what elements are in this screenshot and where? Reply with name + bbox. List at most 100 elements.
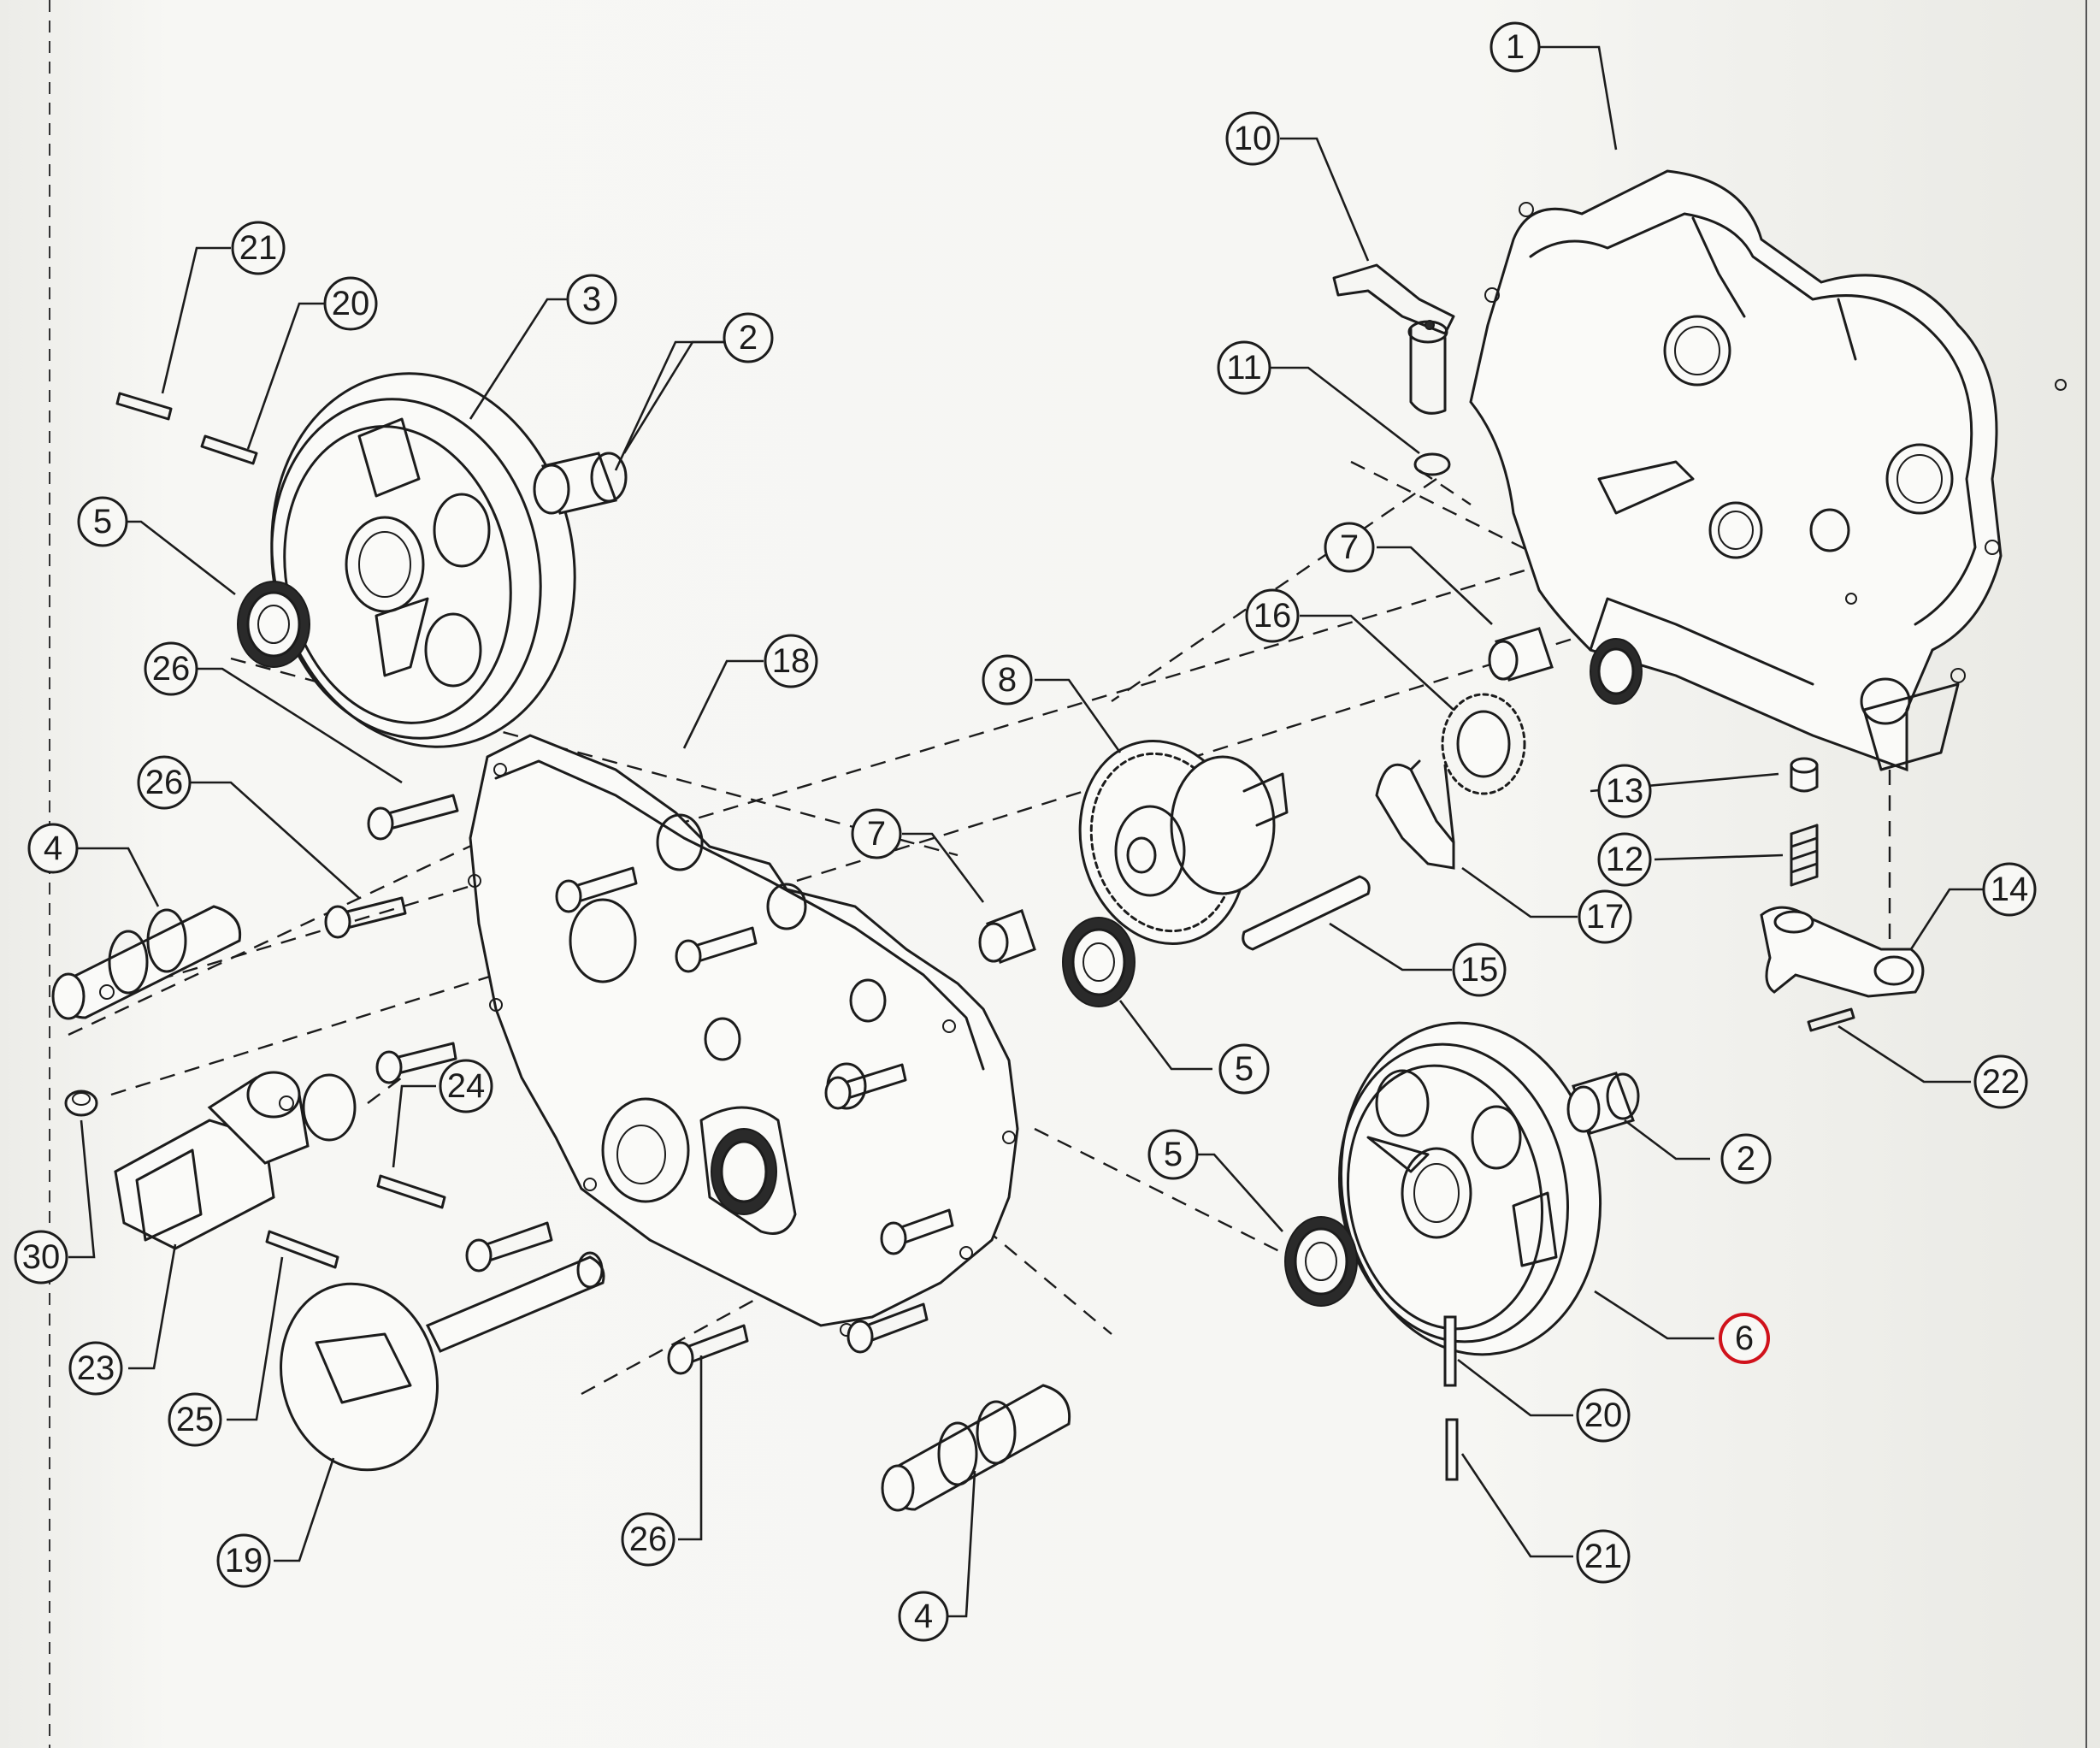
callout-12: 12 [1597,832,1652,887]
callout-13: 13 [1597,764,1652,818]
callout-22: 22 [1973,1054,2028,1109]
shaft-part-4-bottom [881,1384,1071,1512]
crank-part-19 [280,1251,605,1472]
o-ring-part-11 [1413,452,1451,476]
plug-part-30 [64,1090,98,1117]
bushing-part-2-top [533,452,628,515]
callout-20-right: 20 [1576,1388,1631,1443]
svg-text:2: 2 [1737,1140,1755,1178]
svg-text:1: 1 [1506,28,1525,66]
svg-text:21: 21 [239,229,278,267]
clip-part-10 [1332,263,1455,415]
assembly-axes [59,460,1891,1396]
svg-text:26: 26 [145,764,184,801]
fork-part-17 [1375,759,1455,870]
svg-text:7: 7 [1340,529,1359,566]
callout-26-mid: 26 [137,755,192,810]
callout-14: 14 [1982,862,2037,917]
bushing-part-7-left [978,909,1036,964]
svg-text:24: 24 [447,1067,486,1105]
callout-16: 16 [1245,588,1300,643]
bearing-part-5-right [1284,1216,1358,1307]
callout-4-bottom: 4 [898,1591,949,1642]
svg-text:2: 2 [739,319,758,357]
svg-text:5: 5 [93,503,112,540]
spring-part-12 [1790,824,1819,887]
svg-text:7: 7 [867,815,886,853]
housing-cover-part-1 [1469,169,2067,772]
svg-text:22: 22 [1982,1063,2020,1101]
gear-part-8 [1078,740,1289,945]
callout-5-mid: 5 [1218,1043,1270,1095]
svg-text:23: 23 [77,1349,115,1387]
callout-19: 19 [216,1533,271,1588]
callout-26-bottom: 26 [621,1512,675,1567]
svg-text:20: 20 [332,285,370,322]
svg-text:5: 5 [1235,1050,1254,1088]
lever-part-14 [1760,906,1925,998]
callout-7-left: 7 [851,808,902,859]
svg-text:8: 8 [998,661,1017,699]
callout-2-right: 2 [1720,1133,1772,1184]
pin-part-25 [265,1230,339,1269]
gear-part-16 [1441,693,1526,795]
svg-text:4: 4 [914,1597,933,1635]
bushing-part-2-right [1566,1072,1640,1135]
svg-text:20: 20 [1584,1397,1623,1434]
callout-4-left: 4 [27,823,79,874]
svg-text:26: 26 [629,1521,668,1558]
svg-text:6: 6 [1735,1320,1754,1357]
callout-2-top: 2 [723,312,774,363]
callout-6: 6 [1719,1313,1770,1364]
svg-text:15: 15 [1460,951,1499,989]
callout-30: 30 [14,1230,68,1284]
callout-18: 18 [764,634,818,688]
svg-text:12: 12 [1606,841,1644,878]
shaft-part-15 [1242,875,1371,951]
svg-text:3: 3 [582,281,601,318]
bearing-part-5-left [237,581,310,668]
universal-joint-part-23 [114,1071,357,1250]
knob-part-13 [1790,757,1819,793]
svg-text:26: 26 [152,650,191,688]
svg-text:19: 19 [225,1542,263,1580]
callout-5-right: 5 [1147,1129,1199,1180]
wheel-part-6 [1338,1021,1602,1356]
svg-text:13: 13 [1606,772,1644,810]
callout-20-top: 20 [323,276,378,331]
callout-3: 3 [566,274,617,325]
svg-text:18: 18 [772,642,811,680]
callout-11: 11 [1217,340,1271,395]
callout-15: 15 [1452,942,1507,997]
svg-text:11: 11 [1226,349,1262,387]
bearing-near-gear-16 [1590,638,1643,705]
callout-26-top: 26 [144,641,198,696]
callout-25: 25 [168,1392,222,1447]
callout-10: 10 [1225,111,1280,166]
callout-23: 23 [68,1341,123,1396]
bolts-part-26 [324,794,954,1375]
svg-text:30: 30 [22,1238,61,1276]
callout-5-left: 5 [77,496,128,547]
svg-text:4: 4 [44,830,62,867]
svg-text:21: 21 [1584,1538,1623,1575]
callout-21-top: 21 [231,221,286,275]
pins-part-20-21-right [1443,1315,1459,1481]
svg-text:25: 25 [176,1401,215,1438]
pins-part-20-21-top [115,392,258,465]
callout-24: 24 [439,1059,493,1113]
callout-1: 1 [1489,21,1541,73]
callout-8: 8 [982,654,1033,706]
callout-7-right: 7 [1324,522,1375,573]
svg-text:10: 10 [1234,120,1272,157]
callout-17: 17 [1578,889,1632,944]
svg-text:14: 14 [1991,871,2029,908]
callout-21-right: 21 [1576,1529,1631,1584]
svg-text:5: 5 [1164,1136,1183,1173]
shaft-part-4-left [51,905,242,1020]
pin-part-22 [1807,1007,1855,1032]
svg-text:16: 16 [1254,597,1292,635]
pin-part-24 [376,1174,446,1209]
